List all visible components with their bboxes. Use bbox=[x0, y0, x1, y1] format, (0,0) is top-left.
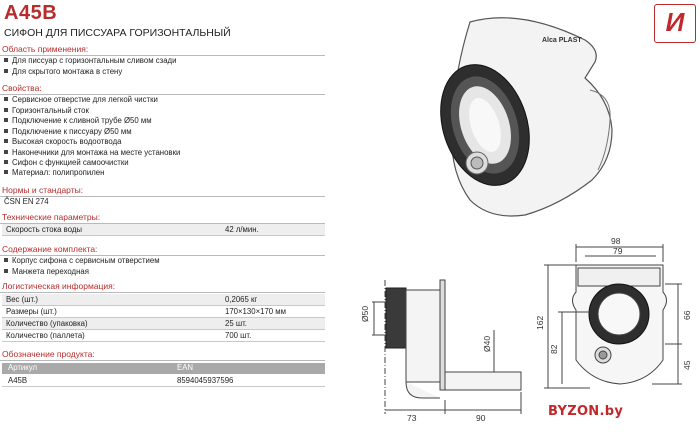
row-value: 700 шт. bbox=[221, 329, 325, 342]
divider bbox=[0, 196, 325, 197]
bullet-icon bbox=[4, 150, 8, 154]
bullet-icon bbox=[4, 170, 8, 174]
dim-45: 45 bbox=[682, 360, 692, 370]
section-title-designation: Обозначение продукта: bbox=[2, 349, 95, 359]
product-logo: Alca PLAST bbox=[542, 37, 582, 44]
brand-logo: И bbox=[654, 4, 696, 43]
side-view-dims: Ø50 Ø40 73 90 bbox=[360, 306, 492, 423]
table-row: Количество (упаковка)25 шт. bbox=[2, 317, 325, 330]
section-title-application: Область применения: bbox=[2, 44, 89, 54]
list-item: Манжета переходная bbox=[4, 267, 89, 276]
product-code: A45B bbox=[4, 2, 58, 24]
article-value: A45B bbox=[8, 376, 28, 385]
row-value: 25 шт. bbox=[221, 317, 325, 330]
section-title-contents: Содержание комплекта: bbox=[2, 244, 98, 254]
list-item: Сифон с функцией самоочистки bbox=[4, 158, 129, 167]
table-row: Вес (шт.)0,2065 кг bbox=[2, 294, 325, 306]
bullet-icon bbox=[4, 258, 8, 262]
list-item: Сервисное отверстие для легкой чистки bbox=[4, 95, 158, 104]
row-value: 42 л/мин. bbox=[221, 224, 325, 236]
row-label: Размеры (шт.) bbox=[2, 305, 221, 318]
table-row: Размеры (шт.)170×130×170 мм bbox=[2, 305, 325, 318]
table-row: Скорость стока воды 42 л/мин. bbox=[2, 224, 325, 236]
list-item: Для писсуар с горизонтальным сливом сзад… bbox=[4, 56, 176, 65]
section-title-standards: Нормы и стандарты: bbox=[2, 185, 84, 195]
bullet-icon bbox=[4, 108, 8, 112]
table-row: A45B 8594045937596 bbox=[2, 375, 325, 387]
bullet-icon bbox=[4, 58, 8, 62]
front-view-dims: 98 79 162 82 66 45 bbox=[535, 236, 692, 370]
list-item: Подключение к сливной трубе Ø50 мм bbox=[4, 116, 152, 125]
dim-82: 82 bbox=[549, 344, 559, 354]
dim-d40: Ø40 bbox=[482, 336, 492, 352]
product-subtitle: СИФОН ДЛЯ ПИССУАРА ГОРИЗОНТАЛЬНЫЙ bbox=[4, 27, 231, 39]
ean-value: 8594045937596 bbox=[177, 376, 234, 385]
divider bbox=[0, 94, 325, 95]
divider bbox=[0, 360, 325, 361]
row-value: 170×130×170 мм bbox=[221, 305, 325, 318]
col-article: Артикул bbox=[8, 363, 38, 372]
section-title-properties: Свойства: bbox=[2, 83, 42, 93]
bullet-icon bbox=[4, 160, 8, 164]
col-ean: EAN bbox=[177, 363, 194, 372]
list-item: Горизонтальный сток bbox=[4, 106, 89, 115]
bullet-icon bbox=[4, 97, 8, 101]
divider bbox=[0, 255, 325, 256]
bullet-icon bbox=[4, 139, 8, 143]
logistics-table: Вес (шт.)0,2065 кг Размеры (шт.)170×130×… bbox=[2, 294, 325, 342]
divider bbox=[0, 292, 325, 293]
product-render: Alca PLAST bbox=[440, 17, 613, 217]
row-label: Количество (упаковка) bbox=[2, 317, 221, 330]
dim-98: 98 bbox=[611, 236, 621, 246]
row-label: Вес (шт.) bbox=[2, 294, 221, 306]
table-row: Количество (паллета)700 шт. bbox=[2, 329, 325, 342]
list-item: Для скрытого монтажа в стену bbox=[4, 67, 122, 76]
side-view-drawing bbox=[372, 279, 522, 414]
bullet-icon bbox=[4, 269, 8, 273]
dim-79: 79 bbox=[613, 246, 623, 256]
dim-d50: Ø50 bbox=[360, 306, 370, 322]
dim-73: 73 bbox=[407, 413, 417, 423]
watermark: BYZON.by bbox=[548, 404, 624, 419]
row-label: Скорость стока воды bbox=[2, 224, 221, 236]
bullet-icon bbox=[4, 118, 8, 122]
front-view-drawing bbox=[544, 244, 682, 389]
dim-90: 90 bbox=[476, 413, 486, 423]
list-item: Подключение к писсуару Ø50 мм bbox=[4, 127, 132, 136]
list-item: Наконечники для монтажа на месте установ… bbox=[4, 148, 180, 157]
technical-table: Скорость стока воды 42 л/мин. bbox=[2, 224, 325, 236]
divider bbox=[0, 223, 325, 224]
list-item: Корпус сифона с сервисным отверстием bbox=[4, 256, 160, 265]
section-title-logistics: Логистическая информация: bbox=[2, 281, 116, 291]
list-item: Материал: полипропилен bbox=[4, 168, 104, 177]
ean-table-header: Артикул EAN bbox=[2, 363, 325, 374]
divider bbox=[0, 55, 325, 56]
section-title-technical: Технические параметры: bbox=[2, 212, 101, 222]
brand-letter: И bbox=[665, 7, 685, 37]
list-item: Высокая скорость водоотвода bbox=[4, 137, 121, 146]
row-value: 0,2065 кг bbox=[221, 294, 325, 306]
bullet-icon bbox=[4, 129, 8, 133]
dim-162: 162 bbox=[535, 316, 545, 330]
standard-value: ČSN EN 274 bbox=[4, 197, 49, 206]
row-label: Количество (паллета) bbox=[2, 329, 221, 342]
dim-66: 66 bbox=[682, 310, 692, 320]
bullet-icon bbox=[4, 69, 8, 73]
